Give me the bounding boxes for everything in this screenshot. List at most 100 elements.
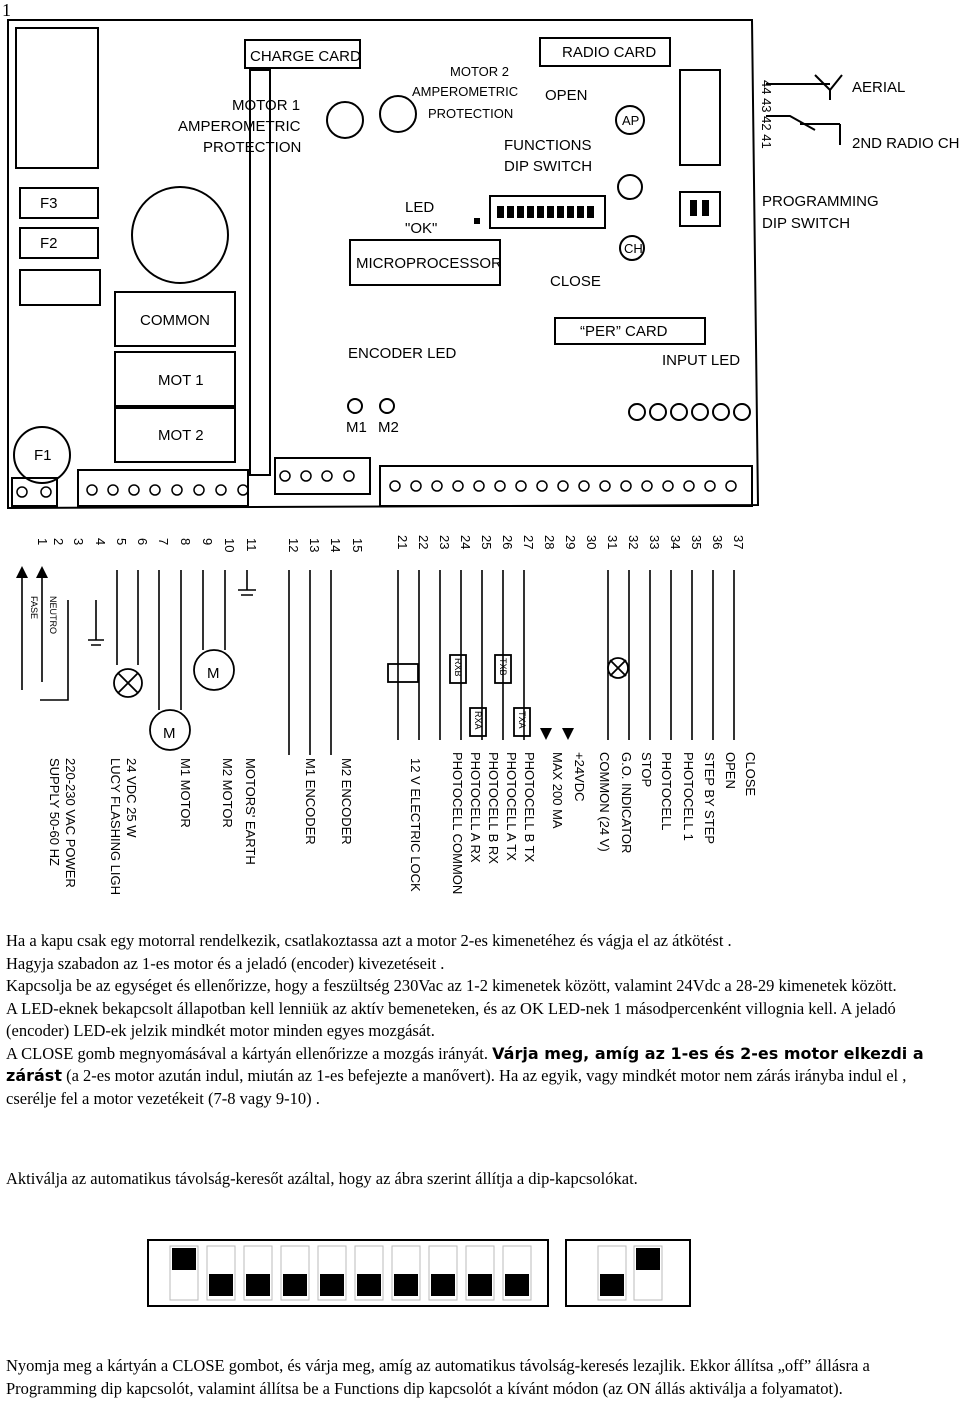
svg-text:INPUT LED: INPUT LED bbox=[662, 352, 740, 369]
dip-switch-8 bbox=[431, 1274, 455, 1296]
dip-switch-1 bbox=[600, 1274, 624, 1296]
programming-dip-box bbox=[679, 191, 721, 227]
svg-text:13: 13 bbox=[307, 538, 322, 552]
p1: Ha a kapu csak egy motorral rendelkezik,… bbox=[6, 931, 732, 950]
svg-text:35: 35 bbox=[689, 535, 704, 549]
svg-text:29: 29 bbox=[563, 535, 578, 549]
svg-text:15: 15 bbox=[350, 538, 365, 552]
fuse-f1-circle bbox=[13, 426, 71, 484]
svg-text:M1 ENCODER: M1 ENCODER bbox=[303, 758, 318, 845]
svg-text:AERIAL: AERIAL bbox=[852, 79, 905, 96]
svg-text:CLOSE: CLOSE bbox=[550, 273, 601, 290]
svg-text:10: 10 bbox=[222, 538, 237, 552]
mot2-box bbox=[114, 407, 236, 463]
svg-text:MOTORS' EARTH: MOTORS' EARTH bbox=[243, 758, 258, 865]
svg-text:34: 34 bbox=[668, 535, 683, 549]
p5b: (a 2-es motor azután indul, miután az 1-… bbox=[6, 1066, 907, 1108]
p2: Hagyja szabadon az 1-es motor és a jelad… bbox=[6, 953, 445, 973]
svg-text:TXB: TXB bbox=[498, 658, 508, 676]
svg-text:M1: M1 bbox=[346, 419, 367, 436]
top-left-box bbox=[15, 27, 99, 169]
svg-text:M2 ENCODER: M2 ENCODER bbox=[339, 758, 354, 845]
fuse-f3-box bbox=[19, 187, 99, 219]
svg-text:AMPEROMETRIC: AMPEROMETRIC bbox=[178, 118, 301, 135]
svg-text:14: 14 bbox=[328, 538, 343, 552]
svg-text:+24VDC: +24VDC bbox=[572, 752, 587, 802]
svg-text:12: 12 bbox=[286, 538, 301, 552]
svg-text:M: M bbox=[163, 725, 176, 742]
svg-text:21: 21 bbox=[395, 535, 410, 549]
svg-text:M2: M2 bbox=[378, 419, 399, 436]
dip-switch-10 bbox=[505, 1274, 529, 1296]
svg-text:MOT 2: MOT 2 bbox=[158, 427, 204, 444]
svg-text:LED: LED bbox=[405, 199, 434, 216]
microprocessor-box bbox=[349, 239, 501, 286]
fuse-f2-box bbox=[19, 227, 99, 259]
bottom-labels: 220-230 VAC POWER SUPPLY 50-60 HZ 24 VDC… bbox=[47, 752, 758, 895]
svg-text:"OK": "OK" bbox=[405, 220, 437, 237]
svg-text:5: 5 bbox=[114, 538, 129, 545]
per-card-box bbox=[554, 317, 706, 345]
svg-text:RXB: RXB bbox=[453, 658, 463, 677]
svg-text:COMMON (24 V): COMMON (24 V) bbox=[597, 752, 612, 852]
svg-text:33: 33 bbox=[647, 535, 662, 549]
wiring-diagram: F3 F2 F1 COMMON MOT 1 MOT 2 CHARGE CARD … bbox=[7, 19, 960, 895]
svg-text:FASE: FASE bbox=[29, 596, 39, 619]
common-box bbox=[114, 291, 236, 347]
svg-text:36: 36 bbox=[710, 535, 725, 549]
svg-text:F3: F3 bbox=[40, 195, 58, 212]
svg-text:28: 28 bbox=[542, 535, 557, 549]
svg-text:11: 11 bbox=[244, 538, 259, 552]
radio-module-box bbox=[679, 69, 721, 166]
motor-m1 bbox=[149, 709, 191, 751]
dip-switch-2 bbox=[209, 1274, 233, 1296]
svg-text:F2: F2 bbox=[40, 235, 58, 252]
svg-text:PHOTOCELL 1: PHOTOCELL 1 bbox=[681, 752, 696, 841]
svg-text:4: 4 bbox=[93, 538, 108, 545]
svg-text:PHOTOCELL COMMON: PHOTOCELL COMMON bbox=[450, 752, 465, 894]
radio-card-box bbox=[539, 37, 671, 67]
charge-card-box bbox=[244, 39, 361, 69]
svg-text:25: 25 bbox=[479, 535, 494, 549]
svg-text:23: 23 bbox=[437, 535, 452, 549]
svg-text:PHOTOCELL B RX: PHOTOCELL B RX bbox=[486, 752, 501, 864]
svg-text:MAX 200 MA: MAX 200 MA bbox=[550, 752, 565, 829]
svg-text:M1 MOTOR: M1 MOTOR bbox=[178, 758, 193, 828]
trimmer-2 bbox=[379, 95, 417, 133]
svg-text:LUCY FLASHING LIGH: LUCY FLASHING LIGH bbox=[108, 758, 123, 895]
p5-bold: Várja meg, amíg az 1-es és 2-es motor el… bbox=[6, 1043, 924, 1086]
p6: Aktiválja az automatikus távolság-kereső… bbox=[6, 1169, 638, 1188]
svg-text:F1: F1 bbox=[34, 447, 52, 464]
svg-text:RADIO CARD: RADIO CARD bbox=[562, 44, 656, 61]
dip-switch-7 bbox=[394, 1274, 418, 1296]
svg-text:44 43 42 41: 44 43 42 41 bbox=[759, 80, 774, 149]
p4: A LED-eknek bekapcsolt állapotban kell l… bbox=[6, 998, 896, 1041]
svg-text:CH: CH bbox=[624, 241, 643, 256]
functions-dip-switches bbox=[169, 1245, 532, 1301]
svg-text:30: 30 bbox=[584, 535, 599, 549]
svg-text:PROTECTION: PROTECTION bbox=[428, 106, 513, 121]
flashing-lamp bbox=[113, 668, 143, 698]
svg-text:ENCODER LED: ENCODER LED bbox=[348, 345, 457, 362]
dip-switch-3 bbox=[246, 1274, 270, 1296]
board-outline bbox=[7, 19, 760, 510]
functions-dip-figure bbox=[147, 1239, 549, 1307]
svg-text:DIP SWITCH: DIP SWITCH bbox=[504, 158, 592, 175]
svg-text:2: 2 bbox=[51, 538, 66, 545]
svg-text:PHOTOCELL A RX: PHOTOCELL A RX bbox=[468, 752, 483, 863]
svg-text:“PER” CARD: “PER” CARD bbox=[580, 323, 668, 340]
svg-text:8: 8 bbox=[178, 538, 193, 545]
svg-text:TXA: TXA bbox=[517, 711, 527, 729]
svg-text:9: 9 bbox=[200, 538, 215, 545]
svg-text:STEP BY STEP: STEP BY STEP bbox=[702, 752, 717, 844]
svg-text:AMPEROMETRIC: AMPEROMETRIC bbox=[412, 84, 518, 99]
svg-text:6: 6 bbox=[135, 538, 150, 545]
svg-text:PHOTOCELL A TX: PHOTOCELL A TX bbox=[504, 752, 519, 861]
svg-text:OPEN: OPEN bbox=[723, 752, 738, 789]
terminal-screws bbox=[16, 470, 737, 498]
motor-m2 bbox=[193, 649, 235, 691]
p5a: A CLOSE gomb megnyomásával a kártyán ell… bbox=[6, 1043, 489, 1063]
svg-text:26: 26 bbox=[500, 535, 515, 549]
svg-text:G.O. INDICATOR: G.O. INDICATOR bbox=[619, 752, 634, 853]
functions-dip-box bbox=[489, 195, 606, 229]
